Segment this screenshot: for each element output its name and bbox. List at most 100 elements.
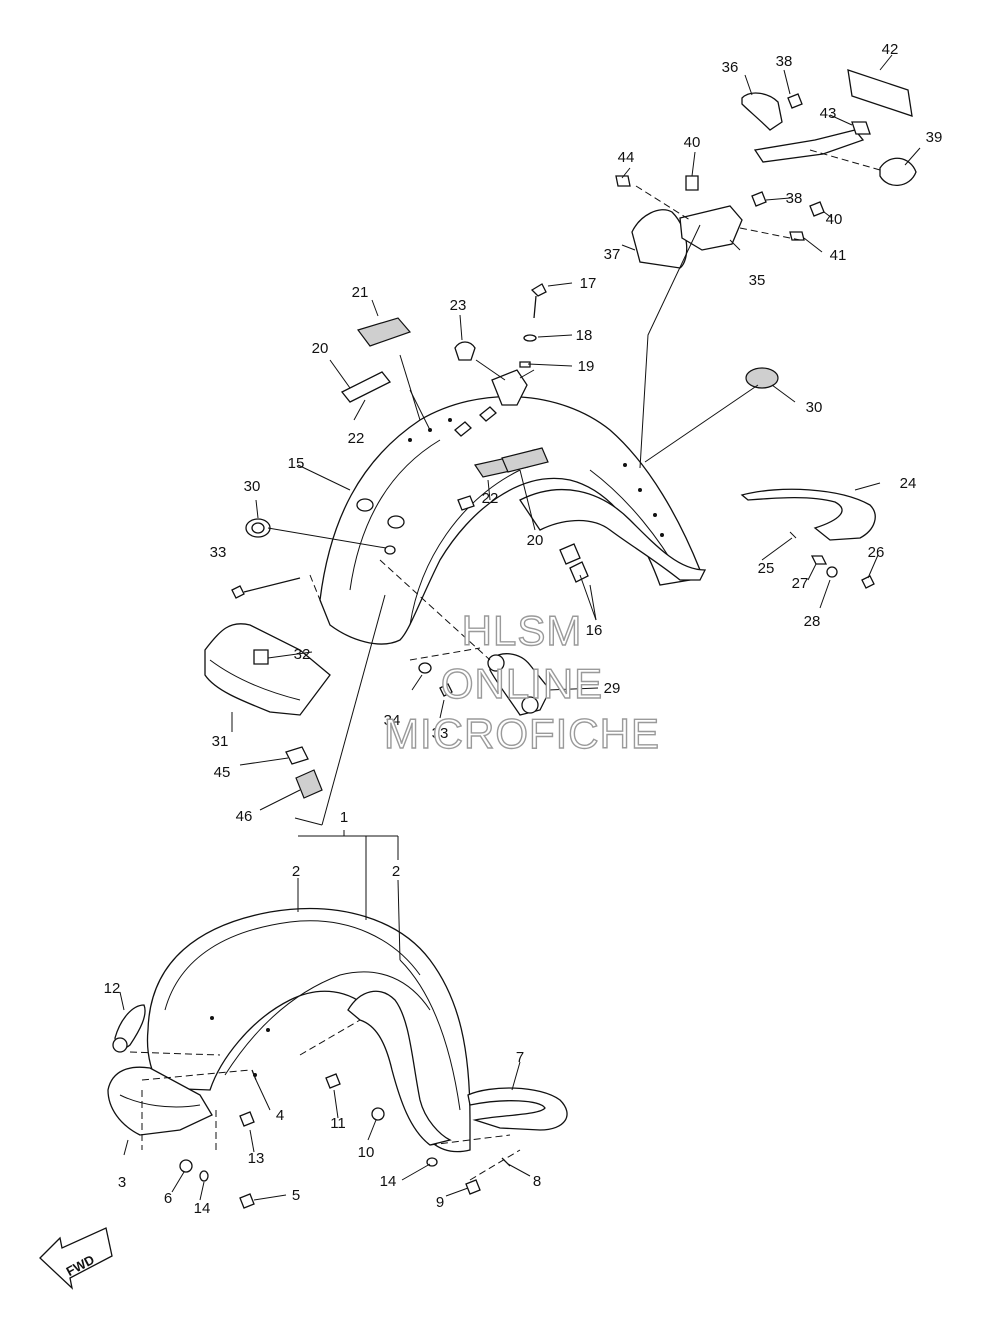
part-label-3: 3 bbox=[118, 1174, 126, 1191]
stay-7 bbox=[467, 1087, 568, 1131]
stay-3 bbox=[107, 1066, 213, 1136]
bolt-40-right bbox=[809, 201, 825, 217]
clip-32 bbox=[253, 649, 269, 665]
part-label-20: 20 bbox=[527, 532, 544, 549]
part-label-43: 43 bbox=[820, 105, 837, 122]
leader-1-upper bbox=[321, 594, 386, 826]
pin-4 bbox=[251, 1069, 257, 1081]
skirt-31 bbox=[204, 623, 331, 716]
rear-fender-upper bbox=[319, 395, 707, 645]
clip-23 bbox=[454, 341, 476, 361]
part-label-20: 20 bbox=[312, 340, 329, 357]
part-label-10: 10 bbox=[358, 1144, 375, 1161]
part-label-31: 31 bbox=[212, 733, 229, 750]
bolt-17 bbox=[530, 283, 547, 297]
part-label-30: 30 bbox=[244, 478, 261, 495]
plate-36 bbox=[741, 92, 783, 131]
watermark-line-2: ONLINE bbox=[441, 660, 603, 707]
part-label-32: 32 bbox=[294, 646, 311, 663]
part-label-38: 38 bbox=[786, 190, 803, 207]
part-label-19: 19 bbox=[578, 358, 595, 375]
stay-24 bbox=[740, 488, 876, 541]
bolt-38-mid bbox=[751, 191, 767, 207]
plate-42 bbox=[847, 69, 913, 117]
part-label-27: 27 bbox=[792, 575, 809, 592]
part-label-22: 22 bbox=[348, 430, 365, 447]
dashed-lines-upper bbox=[267, 149, 881, 661]
part-label-29: 29 bbox=[604, 680, 621, 697]
part-label-33: 33 bbox=[432, 725, 449, 742]
part-label-35: 35 bbox=[749, 272, 766, 289]
bracket-36b bbox=[753, 129, 865, 163]
plate-20 bbox=[340, 371, 392, 403]
part-label-26: 26 bbox=[868, 544, 885, 561]
grommet-30-right bbox=[745, 367, 779, 389]
part-label-44: 44 bbox=[618, 149, 635, 166]
part-label-15: 15 bbox=[288, 455, 305, 472]
bolt-40-top bbox=[685, 175, 699, 191]
nut-43 bbox=[851, 121, 871, 135]
watermark: HLSM ONLINE MICROFICHE bbox=[383, 606, 660, 757]
part-label-40: 40 bbox=[684, 134, 701, 151]
part-label-25: 25 bbox=[758, 560, 775, 577]
light-39 bbox=[879, 157, 917, 186]
collar-41 bbox=[789, 231, 805, 241]
part-label-4: 4 bbox=[276, 1107, 284, 1124]
washer-28 bbox=[826, 566, 838, 578]
part-label-24: 24 bbox=[900, 475, 917, 492]
nut-45 bbox=[285, 746, 309, 765]
part-label-42: 42 bbox=[882, 41, 899, 58]
washer-14-left bbox=[199, 1170, 209, 1182]
part-label-37: 37 bbox=[604, 246, 621, 263]
part-label-17: 17 bbox=[580, 275, 597, 292]
nut-10 bbox=[371, 1107, 385, 1121]
part-label-33: 33 bbox=[210, 544, 227, 561]
part-label-6: 6 bbox=[164, 1190, 172, 1207]
pad-46 bbox=[295, 769, 323, 799]
part-label-46: 46 bbox=[236, 808, 253, 825]
leader-lines-upper bbox=[231, 54, 921, 811]
bolt-33-mid bbox=[439, 683, 453, 697]
part-label-9: 9 bbox=[436, 1194, 444, 1211]
watermark-line-3: MICROFICHE bbox=[384, 710, 660, 757]
part-label-14: 14 bbox=[380, 1173, 397, 1190]
spring-19 bbox=[519, 361, 531, 368]
bolt-26 bbox=[861, 575, 875, 589]
bracket-19 bbox=[491, 369, 528, 406]
washer-34 bbox=[418, 662, 432, 674]
nut-27 bbox=[810, 555, 828, 565]
part-label-18: 18 bbox=[576, 327, 593, 344]
part-label-36: 36 bbox=[722, 59, 739, 76]
part-label-40: 40 bbox=[826, 211, 843, 228]
part-label-1: 1 bbox=[340, 809, 348, 826]
part-label-21: 21 bbox=[352, 284, 369, 301]
part-label-38: 38 bbox=[776, 53, 793, 70]
pin-25 bbox=[789, 531, 797, 539]
bracket-35 bbox=[679, 205, 743, 251]
bolt-38-top bbox=[787, 93, 803, 109]
bolt-13 bbox=[239, 1111, 255, 1127]
part-label-2: 2 bbox=[392, 863, 400, 880]
pad-21 bbox=[357, 317, 412, 347]
part-label-28: 28 bbox=[804, 613, 821, 630]
part-label-14: 14 bbox=[194, 1200, 211, 1217]
part-label-41: 41 bbox=[830, 247, 847, 264]
part-label-5: 5 bbox=[292, 1187, 300, 1204]
part-label-30: 30 bbox=[806, 399, 823, 416]
part-label-2: 2 bbox=[292, 863, 300, 880]
part-label-13: 13 bbox=[248, 1150, 265, 1167]
part-label-45: 45 bbox=[214, 764, 231, 781]
cover-37 bbox=[631, 209, 688, 269]
washer-18 bbox=[523, 334, 537, 342]
bolt-9 bbox=[465, 1179, 481, 1195]
bolt-33-left bbox=[231, 585, 245, 599]
part-label-8: 8 bbox=[533, 1173, 541, 1190]
plate-16b bbox=[569, 561, 589, 583]
part-label-34: 34 bbox=[384, 712, 401, 729]
nut-6 bbox=[179, 1159, 193, 1173]
bolt-5 bbox=[239, 1193, 255, 1209]
part-label-7: 7 bbox=[516, 1049, 524, 1066]
part-label-11: 11 bbox=[330, 1115, 346, 1132]
